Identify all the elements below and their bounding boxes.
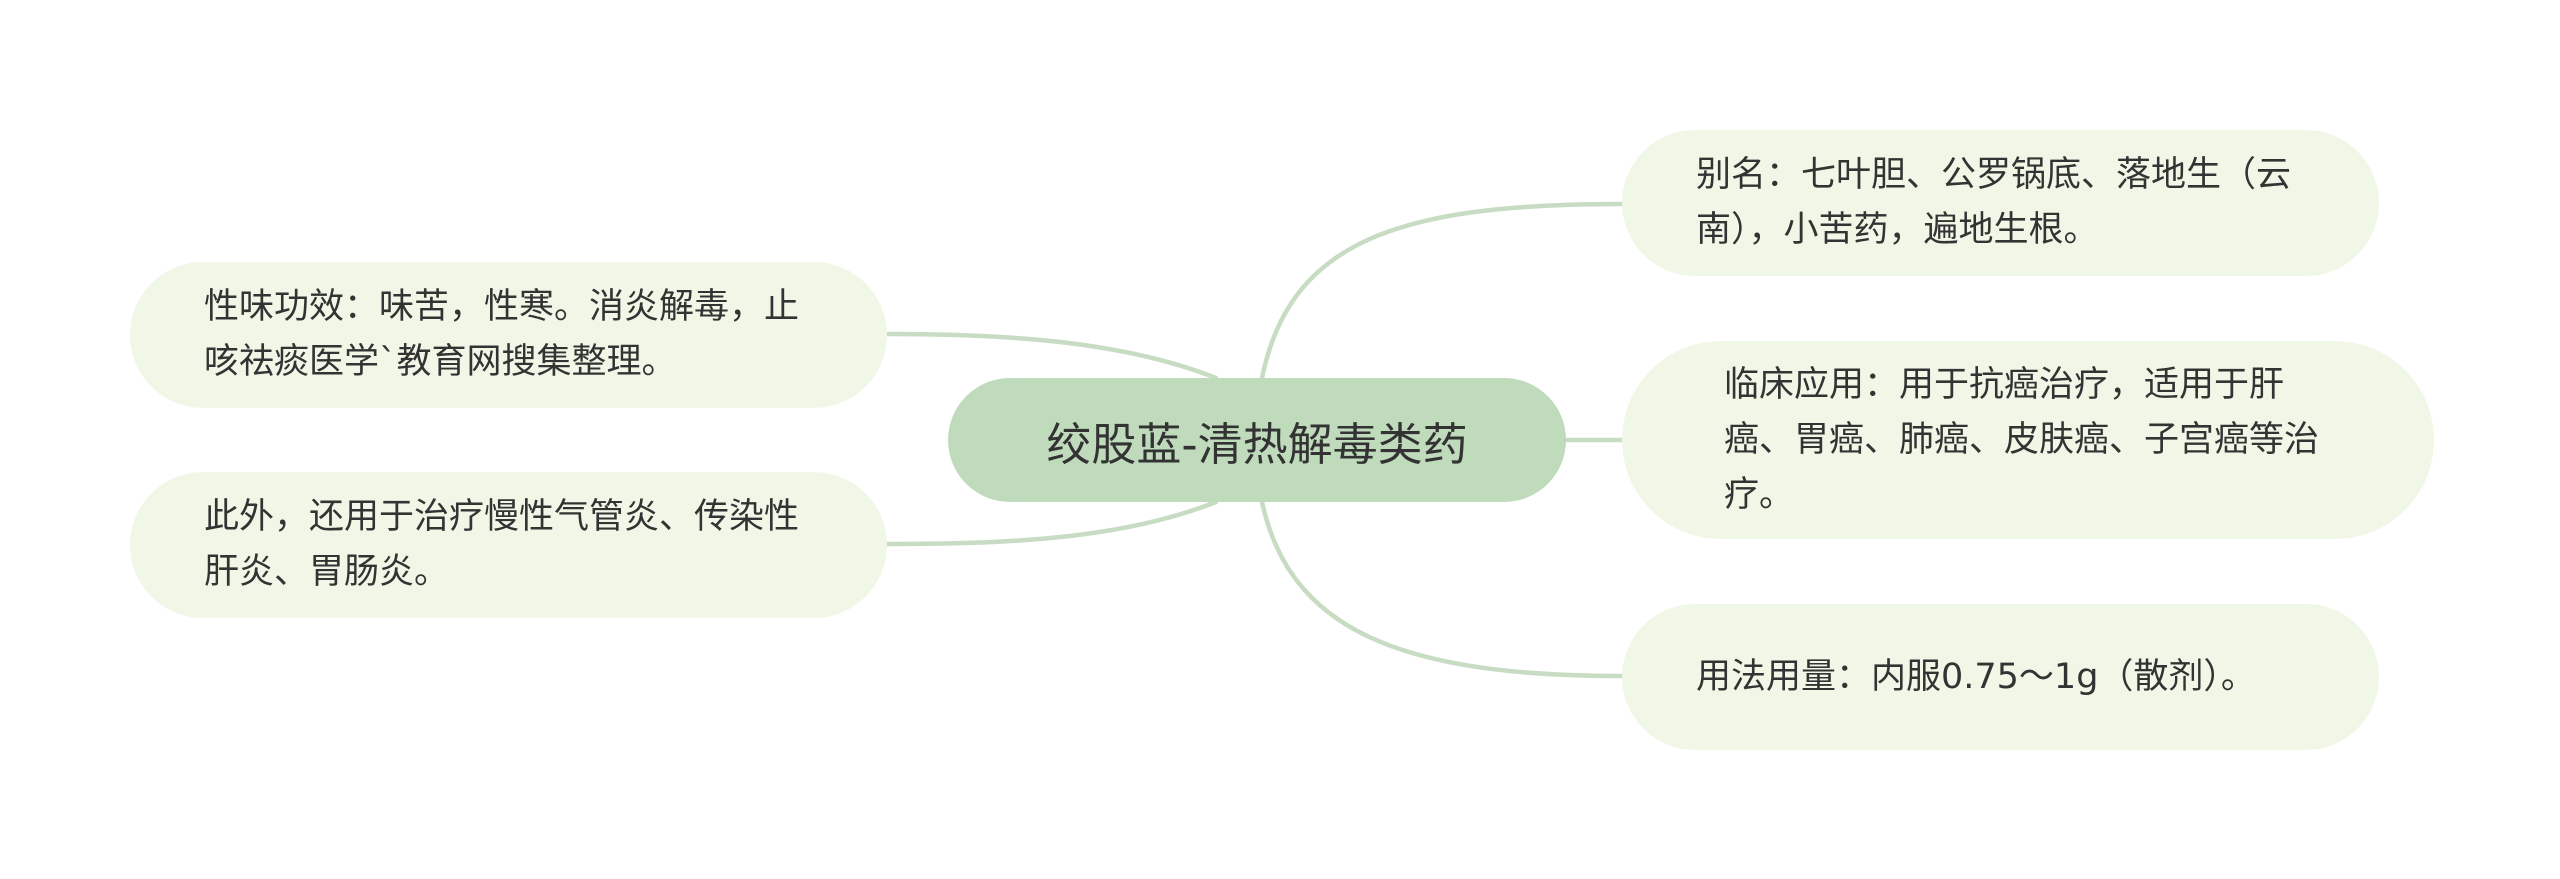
branch-label-aliases: 别名：七叶胆、公罗锅底、落地生（云南），小苦药，遍地生根。 xyxy=(1696,155,2292,250)
branch-node-dosage[interactable]: 用法用量：内服0.75～1g（散剂）。 xyxy=(1622,604,2379,750)
branch-node-properties[interactable]: 性味功效：味苦，性寒。消炎解毒，止咳祛痰医学`教育网搜集整理。 xyxy=(130,262,887,408)
connector-properties xyxy=(884,331,1219,381)
branch-node-aliases[interactable]: 别名：七叶胆、公罗锅底、落地生（云南），小苦药，遍地生根。 xyxy=(1622,130,2379,276)
branch-label-clinical-use: 临床应用：用于抗癌治疗，适用于肝癌、胃癌、肺癌、皮肤癌、子宫癌等治疗。 xyxy=(1724,364,2320,515)
connector-aliases xyxy=(1259,201,1625,381)
branch-label-dosage: 用法用量：内服0.75～1g（散剂）。 xyxy=(1696,656,2256,697)
connector-dosage xyxy=(1259,499,1625,679)
branch-label-properties: 性味功效：味苦，性寒。消炎解毒，止咳祛痰医学`教育网搜集整理。 xyxy=(204,287,800,382)
central-topic[interactable]: 绞股蓝-清热解毒类药 xyxy=(948,378,1566,502)
connector-other-uses xyxy=(884,499,1219,547)
central-topic-label: 绞股蓝-清热解毒类药 xyxy=(1046,417,1468,471)
branch-label-other-uses: 此外，还用于治疗慢性气管炎、传染性肝炎、胃肠炎。 xyxy=(204,497,800,592)
branch-node-clinical-use[interactable]: 临床应用：用于抗癌治疗，适用于肝癌、胃癌、肺癌、皮肤癌、子宫癌等治疗。 xyxy=(1622,341,2434,539)
branch-node-other-uses[interactable]: 此外，还用于治疗慢性气管炎、传染性肝炎、胃肠炎。 xyxy=(130,472,887,618)
